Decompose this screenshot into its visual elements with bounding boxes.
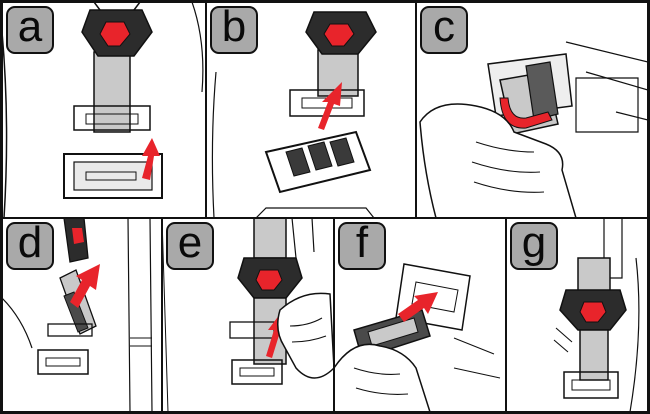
divider-b-c <box>415 0 417 218</box>
step-panel-b: b <box>206 2 416 218</box>
step-panel-f: f <box>334 218 506 412</box>
step-label-f: f <box>338 222 386 270</box>
divider-d-e <box>161 218 163 414</box>
step-label-g: g <box>510 222 558 270</box>
seat-belt-buckle-icon <box>560 258 626 380</box>
slot-plate-icon <box>266 132 370 192</box>
hand-icon <box>334 344 430 412</box>
step-panel-d: d <box>2 218 162 412</box>
step-label-d: d <box>6 222 54 270</box>
step-label-a: a <box>6 6 54 54</box>
step-label-b: b <box>210 6 258 54</box>
divider-horizontal <box>0 217 650 219</box>
step-panel-g: g <box>506 218 648 412</box>
seat-belt-buckle-icon <box>82 2 152 132</box>
hand-icon <box>278 293 334 378</box>
divider-f-g <box>505 218 507 414</box>
step-panel-e: e <box>162 218 334 412</box>
divider-a-b <box>205 0 207 218</box>
divider-e-f <box>333 218 335 414</box>
step-panel-c: c <box>416 2 648 218</box>
step-label-e: e <box>166 222 214 270</box>
step-panel-a: a <box>2 2 206 218</box>
direction-arrow-icon <box>142 138 160 180</box>
step-label-c: c <box>420 6 468 54</box>
